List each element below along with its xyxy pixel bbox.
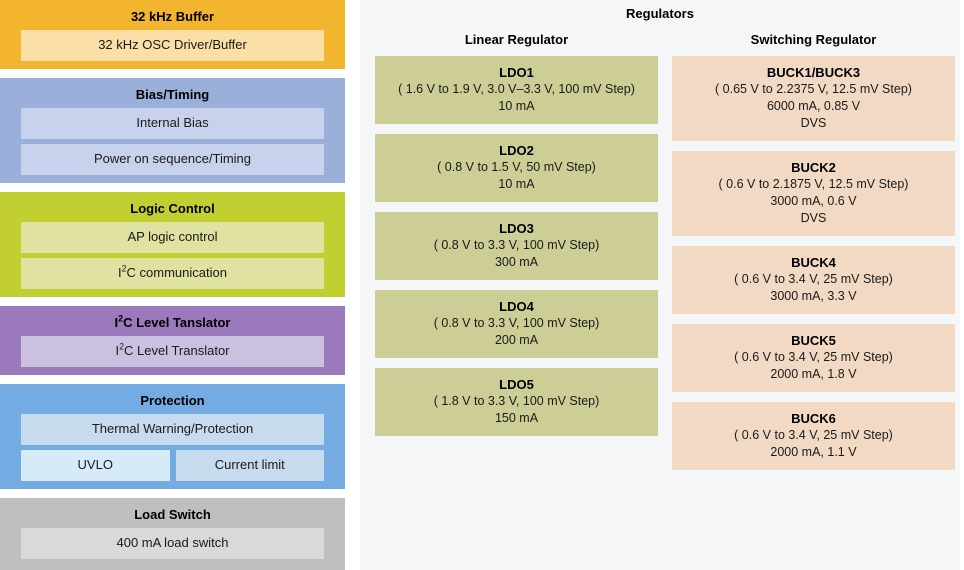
sub-block-thermal-warning-protection: Thermal Warning/Protection [21, 414, 324, 445]
sub-block-i2c-communication: I2C communication [21, 258, 324, 289]
regulator-card-buck5: BUCK5 ( 0.6 V to 3.4 V, 25 mV Step) 2000… [672, 324, 955, 392]
block-logic-control: Logic Control AP logic control I2C commu… [0, 192, 345, 297]
regulator-name: LDO5 [499, 377, 534, 392]
block-bias-timing: Bias/Timing Internal Bias Power on seque… [0, 78, 345, 183]
regulator-spec-line: ( 0.8 V to 3.3 V, 100 mV Step) [433, 316, 600, 330]
regulator-spec-line: ( 0.6 V to 3.4 V, 25 mV Step) [734, 428, 893, 442]
regulator-spec-line: DVS [800, 116, 827, 130]
regulator-spec-line: ( 0.65 V to 2.2375 V, 12.5 mV Step) [715, 82, 912, 96]
regulator-columns: Linear Regulator LDO1 ( 1.6 V to 1.9 V, … [360, 32, 960, 480]
block-title-logic-control: Logic Control [130, 201, 215, 216]
block-title-bias-timing: Bias/Timing [135, 87, 210, 102]
regulator-spec-line: 2000 mA, 1.1 V [770, 445, 857, 459]
regulator-name: BUCK6 [791, 411, 836, 426]
regulator-spec-line: 200 mA [494, 333, 539, 347]
block-i2c-level-translator: I2C Level Tanslator I2C Level Translator [0, 306, 345, 375]
linear-regulator-column: Linear Regulator LDO1 ( 1.6 V to 1.9 V, … [375, 32, 658, 480]
regulator-spec-line: ( 1.6 V to 1.9 V, 3.0 V–3.3 V, 100 mV St… [398, 82, 635, 96]
block-title-i2c-level-translator: I2C Level Tanslator [114, 313, 231, 330]
regulator-spec-line: ( 0.6 V to 3.4 V, 25 mV Step) [734, 350, 893, 364]
regulator-spec-line: 3000 mA, 0.6 V [770, 194, 857, 208]
regulator-card-ldo2: LDO2 ( 0.8 V to 1.5 V, 50 mV Step) 10 mA [375, 134, 658, 202]
regulator-spec-line: 150 mA [494, 411, 539, 425]
regulators-title: Regulators [626, 6, 694, 21]
block-title-protection: Protection [140, 393, 205, 408]
regulator-spec-line: ( 0.6 V to 3.4 V, 25 mV Step) [734, 272, 893, 286]
sub-block-uvlo: UVLO [21, 450, 170, 481]
regulator-card-buck4: BUCK4 ( 0.6 V to 3.4 V, 25 mV Step) 3000… [672, 246, 955, 314]
regulator-spec-line: DVS [800, 211, 827, 225]
regulator-spec-line: ( 0.8 V to 1.5 V, 50 mV Step) [437, 160, 596, 174]
regulator-card-buck1-buck3: BUCK1/BUCK3 ( 0.65 V to 2.2375 V, 12.5 m… [672, 56, 955, 141]
regulator-card-ldo4: LDO4 ( 0.8 V to 3.3 V, 100 mV Step) 200 … [375, 290, 658, 358]
regulator-name: LDO3 [499, 221, 534, 236]
regulator-spec-line: 300 mA [494, 255, 539, 269]
switching-regulator-header: Switching Regulator [750, 32, 877, 47]
regulator-spec-line: ( 1.8 V to 3.3 V, 100 mV Step) [433, 394, 600, 408]
regulator-name: LDO4 [499, 299, 534, 314]
functional-blocks-column: 32 kHz Buffer 32 kHz OSC Driver/Buffer B… [0, 0, 345, 570]
sub-block-400ma-load-switch: 400 mA load switch [21, 528, 324, 559]
regulator-spec-line: 3000 mA, 3.3 V [770, 289, 857, 303]
regulator-card-ldo1: LDO1 ( 1.6 V to 1.9 V, 3.0 V–3.3 V, 100 … [375, 56, 658, 124]
regulator-spec-line: 10 mA [498, 99, 535, 113]
regulator-spec-line: ( 0.6 V to 2.1875 V, 12.5 mV Step) [718, 177, 909, 191]
regulators-panel: Regulators Linear Regulator LDO1 ( 1.6 V… [360, 0, 960, 570]
block-protection: Protection Thermal Warning/Protection UV… [0, 384, 345, 489]
regulator-name: BUCK4 [791, 255, 836, 270]
regulator-card-ldo3: LDO3 ( 0.8 V to 3.3 V, 100 mV Step) 300 … [375, 212, 658, 280]
linear-regulator-header: Linear Regulator [464, 32, 569, 47]
regulator-name: LDO2 [499, 143, 534, 158]
sub-block-internal-bias: Internal Bias [21, 108, 324, 139]
block-32khz-buffer: 32 kHz Buffer 32 kHz OSC Driver/Buffer [0, 0, 345, 69]
switching-regulator-column: Switching Regulator BUCK1/BUCK3 ( 0.65 V… [672, 32, 955, 480]
sub-block-i2c-level-translator: I2C Level Translator [21, 336, 324, 367]
block-load-switch: Load Switch 400 mA load switch [0, 498, 345, 570]
regulator-name: LDO1 [499, 65, 534, 80]
block-title-load-switch: Load Switch [134, 507, 211, 522]
regulator-name: BUCK1/BUCK3 [766, 65, 861, 80]
sub-block-current-limit: Current limit [175, 450, 324, 481]
regulator-spec-line: 2000 mA, 1.8 V [770, 367, 857, 381]
regulator-spec-line: 10 mA [498, 177, 535, 191]
sub-block-ap-logic-control: AP logic control [21, 222, 324, 253]
regulator-card-ldo5: LDO5 ( 1.8 V to 3.3 V, 100 mV Step) 150 … [375, 368, 658, 436]
regulator-card-buck6: BUCK6 ( 0.6 V to 3.4 V, 25 mV Step) 2000… [672, 402, 955, 470]
regulator-spec-line: 6000 mA, 0.85 V [766, 99, 861, 113]
protection-sub-row: UVLO Current limit [21, 450, 324, 481]
regulator-name: BUCK5 [791, 333, 836, 348]
regulator-name: BUCK2 [791, 160, 836, 175]
sub-block-power-on-sequence-timing: Power on sequence/Timing [21, 144, 324, 175]
regulator-spec-line: ( 0.8 V to 3.3 V, 100 mV Step) [433, 238, 600, 252]
sub-block-osc-driver-buffer: 32 kHz OSC Driver/Buffer [21, 30, 324, 61]
block-title-32khz-buffer: 32 kHz Buffer [130, 9, 215, 24]
regulator-card-buck2: BUCK2 ( 0.6 V to 2.1875 V, 12.5 mV Step)… [672, 151, 955, 236]
